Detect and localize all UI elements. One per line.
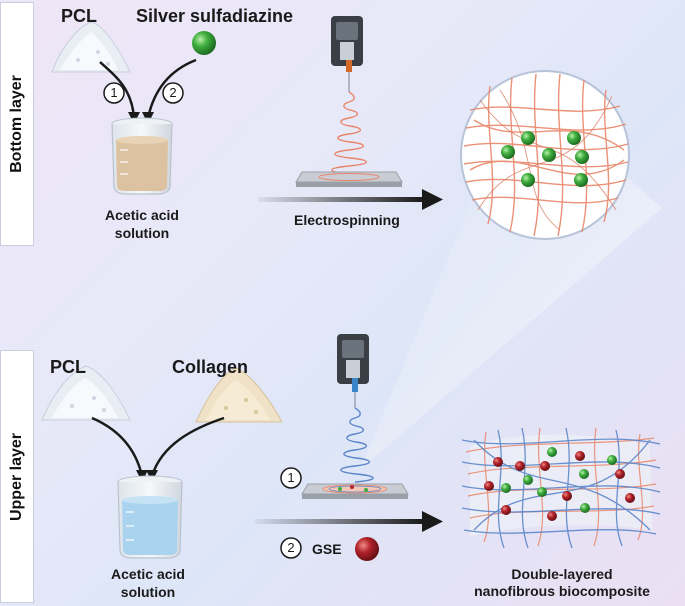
step-1-circle bbox=[103, 82, 125, 104]
arrow-collagen-to-beaker bbox=[150, 416, 225, 477]
process-arrow-upper-line bbox=[255, 519, 423, 524]
fiber-jet-spiral-bottom bbox=[331, 91, 371, 183]
bottom-layer-label: Bottom layer bbox=[8, 75, 25, 173]
arrow-pcl-upper-to-beaker bbox=[91, 416, 144, 477]
step-2-circle bbox=[162, 82, 184, 104]
electrospinning-arrow-line bbox=[258, 197, 423, 202]
double-layered-composite-icon bbox=[461, 427, 661, 549]
gse-label: GSE bbox=[312, 541, 342, 557]
solution-label-bottom-line1: Acetic acid bbox=[105, 207, 179, 223]
step-1-upper-label: 1 bbox=[287, 470, 295, 485]
gse-particle-icon bbox=[355, 537, 379, 561]
solution-label-upper-line1: Acetic acid bbox=[111, 566, 185, 582]
pcl-powder-icon bbox=[51, 21, 131, 73]
upper-layer-label: Upper layer bbox=[8, 432, 25, 521]
pcl-powder-upper-icon bbox=[41, 365, 131, 421]
product-label-line1: Double-layered bbox=[511, 566, 613, 582]
silver-sulfadiazine-label: Silver sulfadiazine bbox=[136, 6, 294, 26]
collagen-label: Collagen bbox=[172, 357, 249, 377]
magnified-fiber-circle bbox=[460, 70, 630, 240]
beaker-upper-layer-icon bbox=[117, 475, 183, 559]
collagen-powder-icon bbox=[195, 367, 283, 423]
electrospinning-arrow-head bbox=[422, 189, 443, 210]
silver-sulfadiazine-particle-icon bbox=[192, 31, 216, 55]
pcl-label-upper: PCL bbox=[50, 357, 86, 377]
arrow-silver-to-beaker bbox=[146, 58, 197, 119]
step-2-upper-label: 2 bbox=[287, 540, 295, 555]
step-1-upper-circle bbox=[280, 467, 302, 489]
beaker-bottom-layer-icon bbox=[111, 117, 173, 195]
syringe-pump-bottom-icon bbox=[331, 16, 363, 92]
collector-plate-bottom bbox=[295, 171, 403, 187]
step-2-upper-circle bbox=[280, 537, 302, 559]
step-2-label: 2 bbox=[169, 85, 177, 100]
syringe-pump-upper-icon bbox=[337, 334, 369, 408]
fiber-jet-spiral-upper bbox=[340, 407, 374, 483]
bottom-layer-tab: Bottom layer bbox=[0, 2, 34, 246]
collector-plate-upper bbox=[301, 483, 409, 499]
step-1-label: 1 bbox=[110, 85, 118, 100]
process-arrow-upper-head bbox=[422, 511, 443, 532]
pcl-label-bottom: PCL bbox=[61, 6, 97, 26]
arrow-pcl-to-beaker bbox=[99, 61, 136, 119]
upper-layer-tab: Upper layer bbox=[0, 350, 34, 603]
solution-label-upper-line2: solution bbox=[120, 584, 176, 600]
electrospinning-label: Electrospinning bbox=[294, 212, 400, 228]
product-label-line2: nanofibrous biocomposite bbox=[474, 583, 650, 599]
solution-label-bottom-line2: solution bbox=[114, 225, 170, 241]
